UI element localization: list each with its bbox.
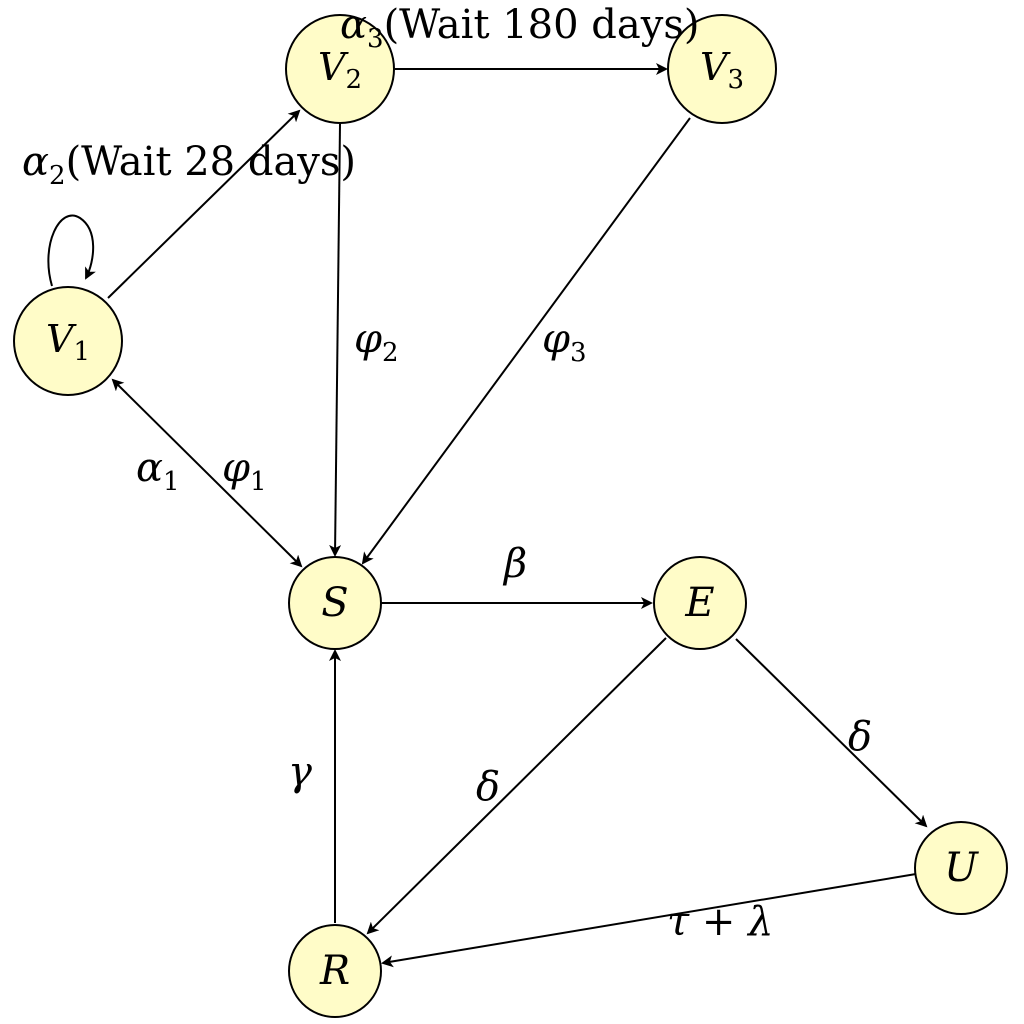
label-u-r: τ + λ (667, 899, 773, 945)
svg-text:V2: V2 (318, 45, 362, 95)
edge-v1-to-v2 (107, 109, 301, 299)
node-v1-label: V (46, 317, 77, 361)
edge-v1-self-loop (47, 214, 96, 287)
svg-text:V3: V3 (700, 45, 744, 95)
node-v1-subscript: 1 (73, 337, 90, 367)
label-v1-self-loop-symbol: α (22, 139, 49, 185)
node-v2-label: V (318, 45, 349, 89)
node-u: U (914, 821, 1008, 915)
node-u-label: U (944, 845, 979, 891)
label-v1-s-phi: φ1 (222, 445, 267, 497)
label-v3-s-subscript: 3 (570, 338, 587, 368)
label-v1-s-phi-subscript: 1 (250, 467, 267, 497)
label-v2-s: φ2 (354, 316, 399, 368)
edge-v2-to-s (329, 123, 342, 557)
node-r-label: R (319, 948, 350, 994)
svg-text:V1: V1 (46, 317, 90, 367)
node-v3-subscript: 3 (727, 65, 744, 95)
node-v2-subscript: 2 (345, 65, 362, 95)
node-s-label: S (321, 580, 348, 626)
label-v1-s-alpha: α1 (136, 445, 180, 497)
label-v2-v3: α3(Wait 180 days) (340, 2, 699, 54)
node-r: R (288, 924, 382, 1018)
label-e-u: δ (848, 714, 872, 760)
node-s: S (288, 556, 382, 650)
node-e: E (653, 556, 747, 650)
label-v1-s-alpha-symbol: α (136, 445, 163, 491)
label-r-s: γ (288, 749, 312, 795)
label-v1-self-loop-text: (Wait 28 days) (66, 139, 356, 185)
node-e-label: E (684, 580, 714, 626)
label-v3-s-symbol: φ (542, 316, 570, 362)
label-v3-s: φ3 (542, 316, 587, 368)
node-v3-label: V (700, 45, 731, 89)
label-v2-v3-subscript: 3 (367, 24, 384, 54)
label-v2-v3-text: (Wait 180 days) (384, 2, 700, 48)
label-v1-self-loop-subscript: 2 (49, 161, 66, 191)
label-v1-s-alpha-subscript: 1 (163, 467, 180, 497)
node-v1: V1 (13, 286, 123, 396)
label-v2-s-subscript: 2 (382, 338, 399, 368)
edge-v1-s-bidirectional (111, 378, 303, 568)
label-s-e: β (502, 541, 527, 587)
edge-u-to-r (381, 873, 917, 968)
label-e-r: δ (476, 764, 500, 810)
edge-e-to-u (735, 638, 928, 828)
label-v1-s-phi-symbol: φ (222, 445, 250, 491)
node-v2: V2 (285, 14, 395, 124)
node-v3: V3 (667, 14, 777, 124)
label-v2-v3-symbol: α (340, 2, 367, 48)
label-v1-self-loop: α2(Wait 28 days) (22, 139, 356, 191)
edge-e-to-r (366, 637, 667, 935)
edge-v3-to-s (361, 117, 691, 565)
label-v2-s-symbol: φ (354, 316, 382, 362)
